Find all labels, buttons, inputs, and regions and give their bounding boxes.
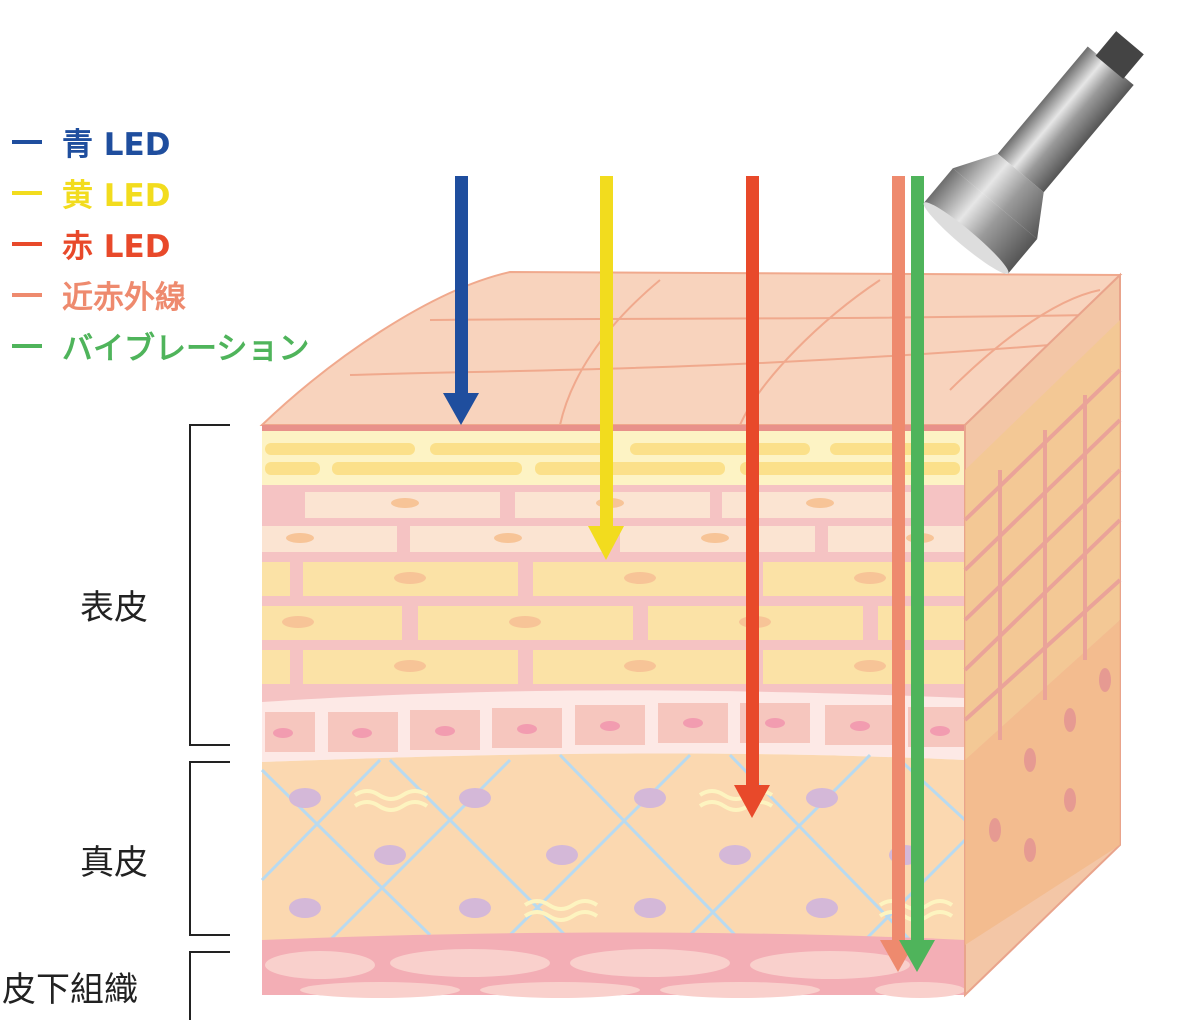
legend-swatch: [12, 139, 42, 144]
vibration-arrow: [899, 176, 935, 972]
blue-led-arrow: [443, 176, 479, 425]
beauty-device-icon: [923, 31, 1144, 274]
epidermis-bracket: [189, 424, 230, 746]
epidermis-label: 表皮: [80, 588, 148, 628]
legend-label: バイブレーション: [62, 331, 310, 367]
legend-label: 黄 LED: [62, 178, 171, 214]
legend-item-blue-led: 青 LED: [12, 116, 309, 167]
legend-item-vibration: バイブレーション: [12, 320, 309, 371]
legend-label: 近赤外線: [62, 280, 186, 316]
legend-swatch: [12, 343, 42, 348]
legend-label: 青 LED: [62, 127, 171, 163]
legend: 青 LED 黄 LED 赤 LED 近赤外線 バイブレーション: [12, 116, 309, 371]
dermis: [262, 753, 965, 945]
legend-item-near-infrared: 近赤外線: [12, 269, 309, 320]
legend-swatch: [12, 292, 42, 297]
subcutaneous-label: 皮下組織: [2, 970, 138, 1010]
legend-swatch: [12, 241, 42, 246]
legend-label: 赤 LED: [62, 229, 171, 265]
skin-top-surface: [259, 270, 1123, 426]
dermis-bracket: [189, 761, 230, 936]
subcutaneous-bracket: [189, 951, 230, 1020]
red-led-arrow: [734, 176, 770, 818]
dermis-label: 真皮: [80, 843, 148, 883]
legend-item-yellow-led: 黄 LED: [12, 167, 309, 218]
legend-item-red-led: 赤 LED: [12, 218, 309, 269]
yellow-led-arrow: [588, 176, 624, 560]
legend-swatch: [12, 190, 42, 195]
